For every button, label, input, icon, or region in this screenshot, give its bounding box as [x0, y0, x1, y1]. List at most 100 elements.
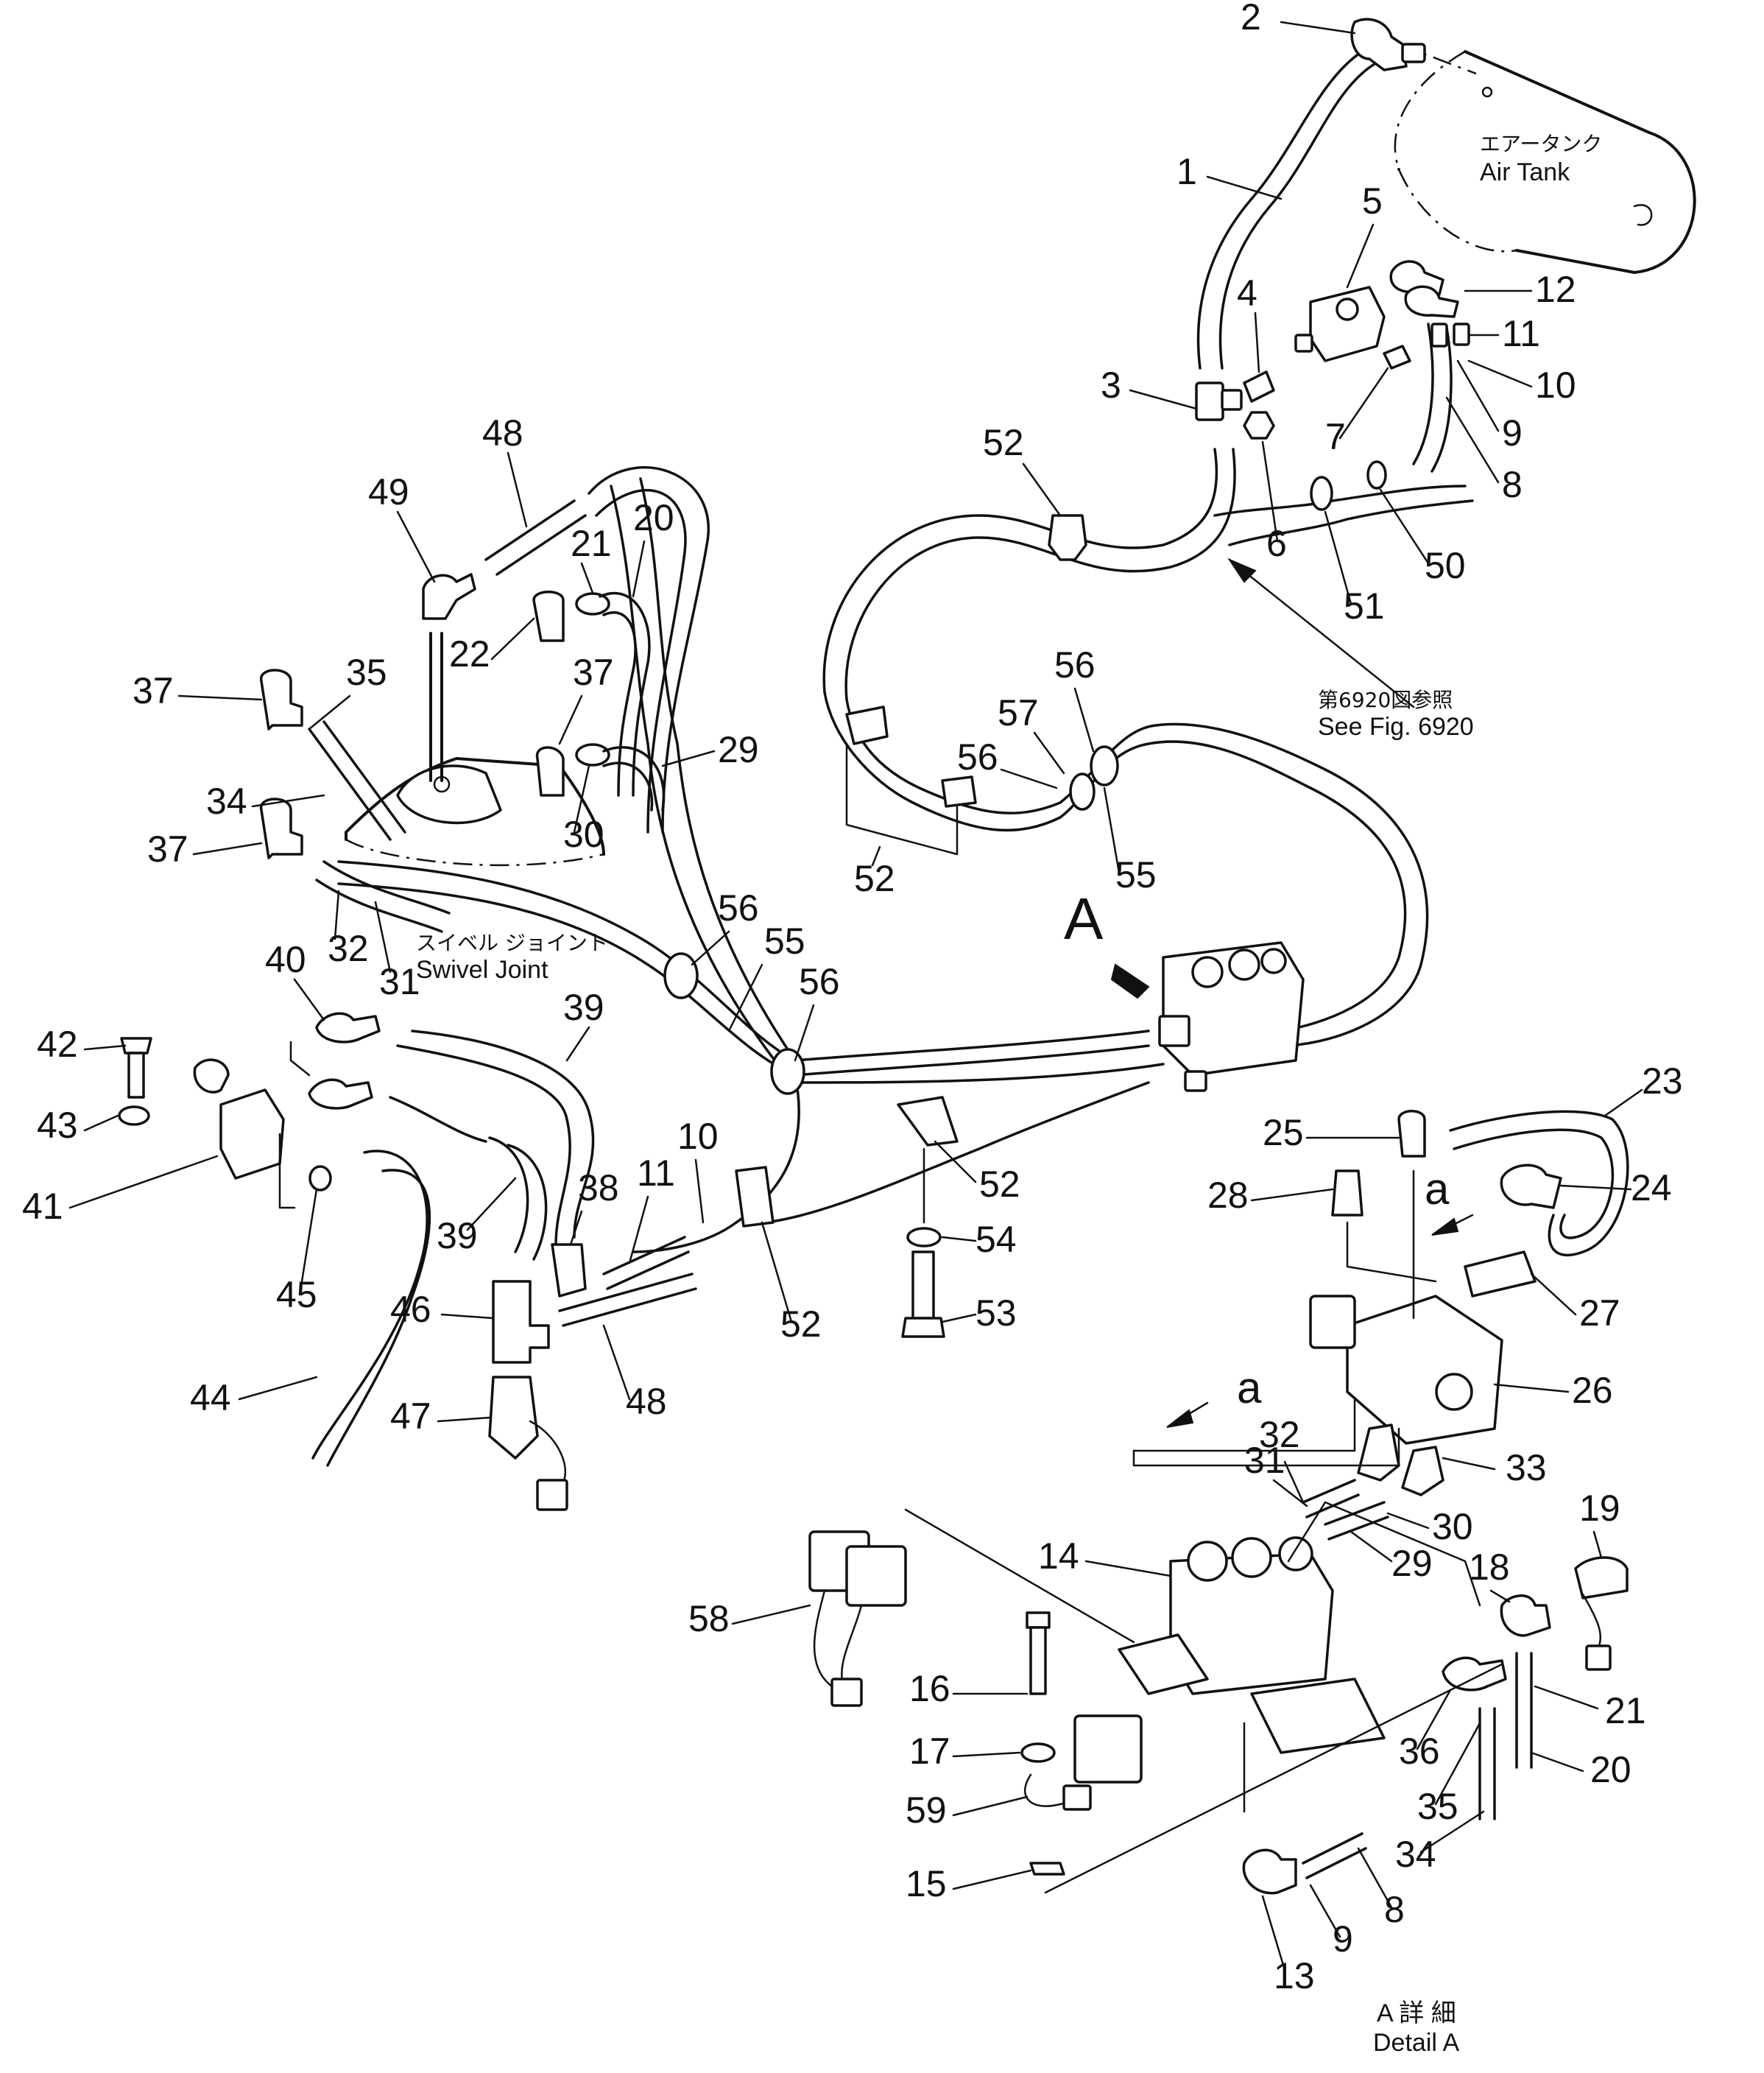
callout-c31b: 31 — [1244, 1440, 1285, 1481]
callout-c33: 33 — [1506, 1447, 1547, 1488]
leader-c44 — [238, 1376, 318, 1401]
air-tank-label-en: Air Tank — [1480, 158, 1570, 186]
leader-c32a — [334, 890, 340, 940]
callout-c26: 26 — [1572, 1370, 1613, 1411]
callout-c13: 13 — [1274, 1955, 1315, 1996]
hoses — [311, 18, 1474, 1467]
callout-c29a: 29 — [718, 729, 759, 770]
leader-c42 — [83, 1044, 127, 1051]
leader-c51 — [1324, 510, 1352, 605]
leader-c20a — [632, 540, 646, 598]
detail-a-label-en: Detail A — [1373, 2029, 1459, 2057]
leader-c10a — [1467, 359, 1533, 388]
detail-a-label-jp: A 詳 細 — [1377, 1999, 1456, 2027]
callout-c11b: 11 — [637, 1152, 675, 1194]
leader-c52b — [871, 845, 881, 867]
callout-c11a: 11 — [1502, 313, 1540, 354]
leader-c56b — [1000, 768, 1058, 789]
arrow-a-upper: a — [1425, 1164, 1450, 1214]
callout-c23: 23 — [1642, 1060, 1683, 1102]
callout-c18: 18 — [1469, 1546, 1510, 1588]
leader-c3 — [1129, 389, 1198, 410]
leader-c5 — [1346, 223, 1375, 289]
callout-c20a: 20 — [633, 497, 674, 538]
callout-c56b: 56 — [957, 736, 998, 778]
callout-c39a: 39 — [563, 987, 604, 1028]
leader-c9b — [1309, 1884, 1341, 1938]
leader-c18 — [1489, 1589, 1511, 1603]
callout-c48b: 48 — [626, 1381, 667, 1422]
leader-lines — [68, 21, 1643, 1971]
callout-c35a: 35 — [346, 652, 387, 693]
callout-c39b: 39 — [437, 1215, 478, 1256]
leader-c1 — [1206, 175, 1283, 200]
leader-c34a — [251, 794, 325, 808]
leader-c14 — [1084, 1560, 1172, 1577]
leader-c7 — [1338, 367, 1389, 440]
callout-c41: 41 — [22, 1186, 63, 1227]
leader-c37c — [192, 842, 263, 856]
leader-c11b — [628, 1195, 649, 1264]
leader-c20b — [1530, 1751, 1584, 1773]
callout-c52a: 52 — [983, 422, 1024, 463]
callout-c56c: 56 — [718, 887, 759, 929]
callout-c35b: 35 — [1417, 1786, 1458, 1827]
callout-c36: 36 — [1399, 1731, 1440, 1772]
arrow-a-lower: a — [1237, 1363, 1262, 1412]
solenoid-block-26: a a — [1132, 1110, 1629, 1541]
callout-c52d: 52 — [780, 1303, 822, 1345]
callout-c49: 49 — [368, 471, 409, 513]
leader-c27 — [1530, 1273, 1577, 1316]
leader-c31a — [374, 901, 392, 974]
callout-c29b: 29 — [1391, 1543, 1433, 1584]
callout-c52c: 52 — [979, 1164, 1020, 1205]
callout-c12: 12 — [1535, 269, 1576, 310]
callout-c42: 42 — [37, 1024, 78, 1065]
leader-c55a — [1103, 786, 1121, 874]
swivel-label-en: Swivel Joint — [416, 956, 548, 984]
callout-c34a: 34 — [206, 781, 247, 822]
leader-c41 — [68, 1155, 219, 1209]
leader-c33 — [1442, 1457, 1496, 1471]
leader-c45 — [300, 1188, 318, 1283]
air-tank-label-jp: エアータンク — [1480, 132, 1602, 156]
leader-c35b — [1434, 1722, 1481, 1806]
callout-c19: 19 — [1579, 1488, 1620, 1529]
callout-c2: 2 — [1241, 0, 1261, 38]
leader-c26 — [1493, 1383, 1570, 1393]
callout-c58: 58 — [688, 1598, 730, 1639]
callout-c17: 17 — [909, 1731, 950, 1772]
leader-c28 — [1250, 1188, 1334, 1202]
callout-c14: 14 — [1038, 1535, 1079, 1577]
callout-c20b: 20 — [1590, 1749, 1631, 1790]
leader-c30b — [1386, 1512, 1430, 1530]
leader-c59 — [952, 1795, 1029, 1817]
callout-c34b: 34 — [1395, 1834, 1436, 1875]
leader-c56a — [1073, 687, 1095, 753]
callout-c55b: 55 — [764, 921, 805, 962]
pressure-switch-group — [488, 1096, 959, 1511]
leader-c48a — [507, 451, 528, 528]
callout-c37c: 37 — [147, 828, 188, 870]
callout-c31a: 31 — [379, 961, 420, 1002]
leader-c55b — [727, 963, 763, 1032]
callout-c52b: 52 — [854, 858, 895, 899]
callout-c9a: 9 — [1502, 412, 1523, 454]
leader-c4 — [1254, 312, 1260, 373]
leader-c52c — [934, 1140, 977, 1183]
leader-c13 — [1261, 1895, 1286, 1971]
leader-c47 — [437, 1416, 491, 1423]
leader-c34b — [1419, 1810, 1485, 1854]
see-fig-reference: 第6920図参照 See Fig. 6920 — [1227, 557, 1474, 741]
callout-c37b: 37 — [573, 652, 614, 693]
callout-c8b: 8 — [1384, 1889, 1405, 1930]
callout-c57: 57 — [998, 692, 1039, 733]
leader-c36 — [1416, 1689, 1452, 1750]
callout-c7: 7 — [1325, 416, 1346, 457]
callout-c48a: 48 — [482, 412, 523, 454]
detail-a: A 詳 細 Detail A — [808, 1501, 1629, 2057]
leader-c52d — [761, 1221, 793, 1323]
leader-c23 — [1604, 1088, 1643, 1117]
